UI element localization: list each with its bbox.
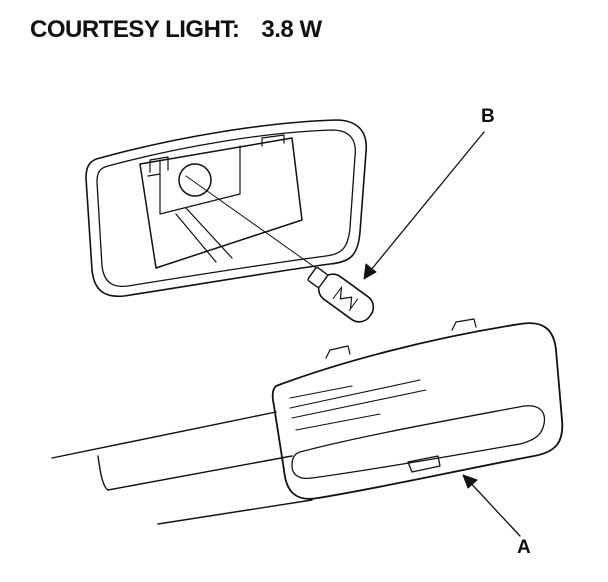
callout-arrow-b	[363, 131, 485, 280]
socket-to-bulb-guide	[185, 175, 331, 279]
lens-cover	[271, 318, 564, 500]
page-title-row: COURTESY LIGHT: 3.8 W	[30, 16, 322, 44]
light-housing	[85, 119, 367, 298]
housing-inner-frame	[96, 129, 356, 288]
wattage-spec: 3.8 W	[261, 16, 322, 43]
page-title: COURTESY LIGHT:	[30, 16, 240, 43]
housing-clip-right	[261, 134, 285, 147]
lens-rib-lines	[289, 379, 427, 431]
housing-outer-frame	[85, 119, 367, 298]
lens-tab-right	[451, 318, 477, 331]
bulb-socket	[178, 163, 212, 197]
lens-tab-left	[325, 345, 351, 359]
callout-label-lens: A	[517, 537, 531, 558]
housing-clip-left	[149, 156, 169, 173]
housing-inner-box	[139, 137, 303, 269]
headliner-trim	[51, 411, 313, 525]
lens-release-notch	[407, 455, 441, 473]
callout-arrow-a	[462, 474, 521, 537]
lens-inner-panel	[291, 405, 546, 480]
bulb-icon	[307, 266, 375, 323]
lens-outer	[271, 322, 564, 500]
housing-back-wall	[147, 145, 241, 263]
callout-label-bulb: B	[481, 106, 495, 127]
